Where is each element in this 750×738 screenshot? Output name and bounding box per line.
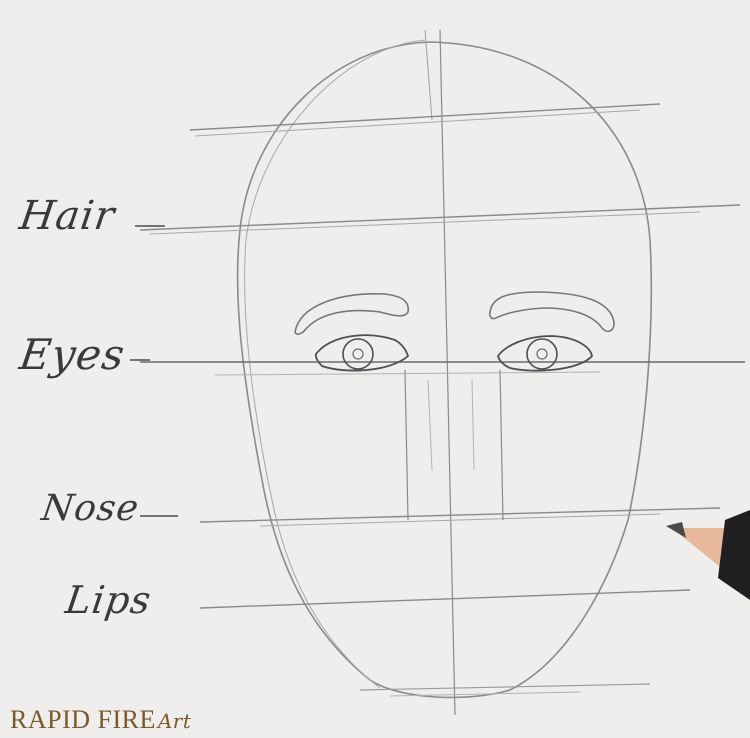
watermark-script: Art (158, 709, 192, 733)
nose-label: Nose (39, 488, 142, 529)
eyes-label: Eyes (17, 330, 129, 379)
hair-label: Hair (17, 193, 118, 239)
lips-label: Lips (63, 578, 154, 622)
watermark-text: RAPID FIRE (10, 705, 156, 734)
